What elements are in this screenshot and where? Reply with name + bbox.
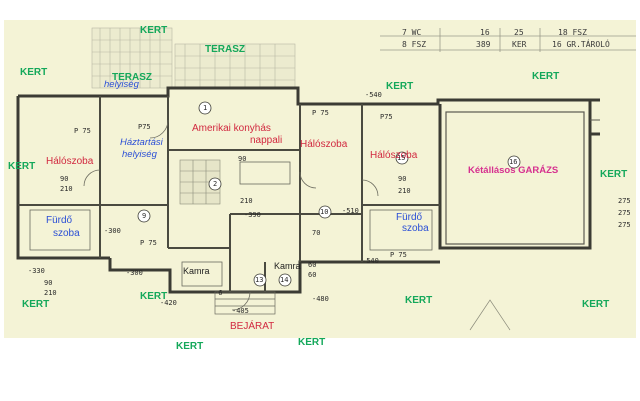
dimension-label: -405	[232, 307, 249, 315]
dimension-label: 90	[238, 155, 247, 163]
door-swings	[83, 119, 379, 311]
kitchen-unit	[239, 161, 291, 185]
header-cell: KER	[512, 40, 527, 49]
header-cell: 16 GR.TÁROLÓ	[552, 40, 610, 49]
dimension-label: 90	[60, 175, 69, 183]
room-label-kitchen: Amerikai konyhás	[192, 123, 271, 134]
dimension-label: 275	[618, 221, 631, 229]
pantry-shelf	[181, 261, 223, 287]
bathtub-right	[369, 209, 433, 251]
room-label-bedroom: Hálószoba	[46, 156, 94, 167]
room-label-bedroom: Hálószoba	[300, 139, 348, 150]
section-mark	[469, 299, 511, 331]
dimension-label: 210	[44, 289, 57, 297]
header-table-grid	[380, 28, 636, 52]
garden-label: KERT	[532, 71, 560, 82]
garden-label: KERT	[8, 161, 36, 172]
room-label-bathroom-2: szoba	[53, 228, 80, 239]
garage-outline	[445, 111, 585, 245]
room-number: 10	[320, 208, 329, 216]
dimension-label: P 75	[312, 109, 329, 117]
room-number: 9	[142, 212, 147, 220]
terrace-label: TERASZ	[112, 72, 152, 83]
dimension-label: 210	[398, 187, 411, 195]
garden-label: KERT	[298, 337, 326, 348]
dimension-label: 210	[240, 197, 253, 205]
dimension-label: P 75	[390, 251, 407, 259]
room-label-haztartasi: Háztartási	[120, 137, 163, 148]
garden-label: KERT	[386, 81, 414, 92]
room-label-garage: Kétállásos GARÁZS	[468, 165, 559, 176]
terrace-label: TERASZ	[205, 44, 245, 55]
room-number-circles	[137, 101, 521, 287]
room-label-bathroom-2: szoba	[402, 223, 429, 234]
dimension-label: P 75	[140, 239, 157, 247]
dimension-label: P75	[138, 123, 151, 131]
room-label-bathroom: Fürdő	[46, 215, 73, 226]
room-number: 14	[280, 276, 289, 284]
dimension-label: 70	[312, 229, 321, 237]
header-cell: 25	[514, 28, 524, 37]
room-label-kitchen-2: nappali	[250, 135, 283, 146]
room-number: 2	[213, 180, 218, 188]
dimension-label: -510	[342, 207, 359, 215]
dimension-label: -480	[312, 295, 329, 303]
garden-label: KERT	[600, 169, 628, 180]
dimension-label: 90	[44, 279, 53, 287]
room-number: 1	[203, 104, 208, 112]
room-label-bathroom: Fürdő	[396, 212, 423, 223]
room-label-bedroom: Hálószoba	[370, 150, 418, 161]
dimension-label: P75	[380, 113, 393, 121]
dimension-label: -420	[160, 299, 177, 307]
dimension-label: 60	[308, 261, 317, 269]
dimension-label: -540	[365, 91, 382, 99]
header-cell: 18 FSZ	[558, 28, 587, 37]
entrance-label: BEJÁRAT	[230, 321, 275, 332]
dimension-label: 275	[618, 209, 631, 217]
garden-label: KERT	[22, 299, 50, 310]
garden-label: KERT	[140, 25, 168, 36]
header-cell: 389	[476, 40, 491, 49]
room-label-helyiseg: helyiség	[104, 79, 139, 90]
entrance-steps	[214, 291, 276, 315]
dimension-label: -330	[28, 267, 45, 275]
garden-label: KERT	[405, 295, 433, 306]
room-label-haztartasi-2: helyiség	[122, 149, 157, 160]
dimension-label: -6	[214, 289, 223, 297]
dimension-label: -300	[104, 227, 121, 235]
dimension-label: 90	[398, 175, 407, 183]
room-label-pantry: Kamra	[183, 266, 210, 276]
room-number: 13	[255, 276, 264, 284]
dimension-label: 210	[60, 185, 73, 193]
room-number: 15	[397, 154, 406, 162]
dimension-label: P 75	[74, 127, 91, 135]
header-cell: 7 WC	[402, 28, 422, 37]
dimension-label: 275	[618, 197, 631, 205]
garden-label: KERT	[582, 299, 610, 310]
dimension-label: 60	[308, 271, 317, 279]
header-cell: 16	[480, 28, 490, 37]
bathtub-left	[29, 209, 91, 251]
garden-label: KERT	[140, 291, 168, 302]
dimension-label: -540	[362, 257, 379, 265]
terrace-hatch	[91, 27, 296, 89]
garden-label: KERT	[20, 67, 48, 78]
dimension-label: -390	[244, 211, 261, 219]
room-label-pantry: Kamra	[274, 261, 301, 271]
header-cell: 8 FSZ	[402, 40, 427, 49]
garden-label: KERT	[176, 341, 204, 352]
dimension-label: -300	[126, 269, 143, 277]
room-number: 16	[509, 158, 518, 166]
